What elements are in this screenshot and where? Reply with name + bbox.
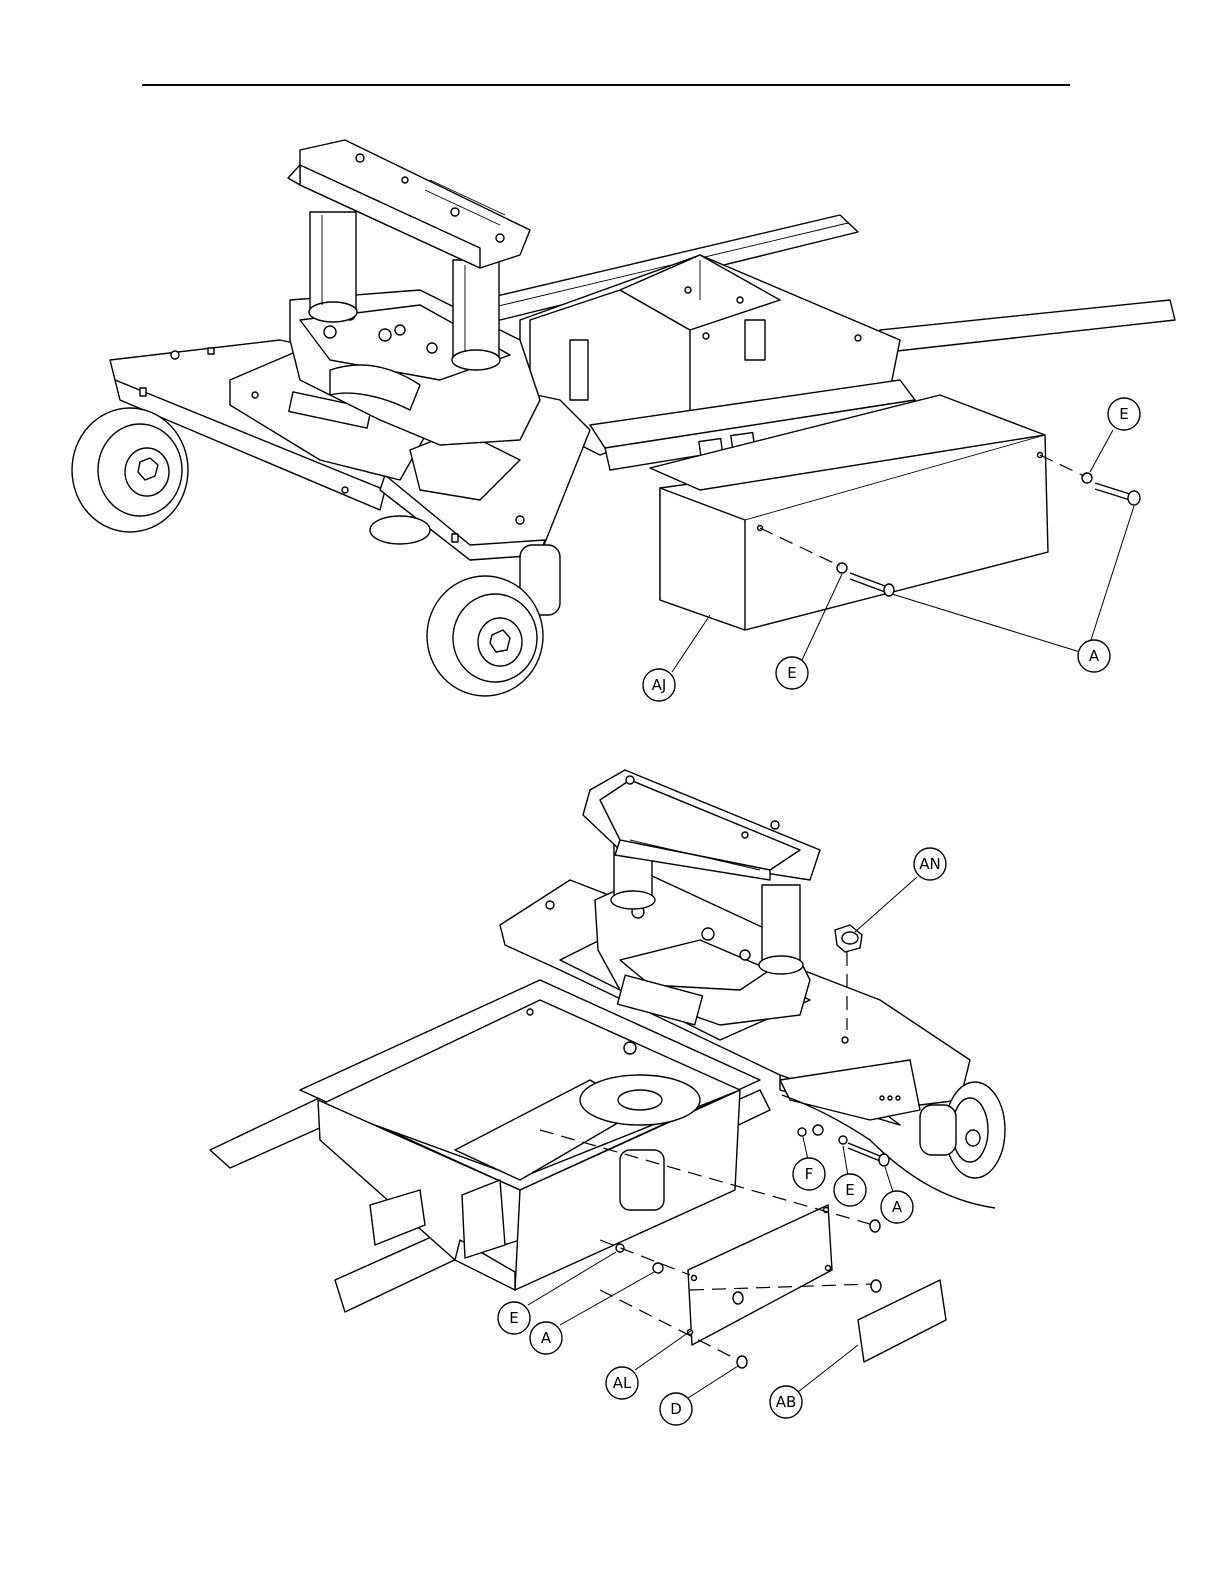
bottom-assembly-view: AN F E A E A AL D [210,770,1005,1425]
svg-text:E: E [1119,405,1128,423]
svg-text:D: D [670,1400,682,1418]
callout-F: F [793,1158,825,1190]
svg-text:E: E [509,1309,518,1327]
callout-E-top-1: E [1108,398,1140,430]
svg-text:F: F [805,1165,814,1183]
bottom-label-ab [858,1280,946,1362]
callout-D: D [660,1393,692,1425]
svg-text:E: E [845,1181,854,1199]
svg-text:A: A [892,1198,903,1216]
callout-A-bottom-2: A [530,1322,562,1354]
svg-text:AN: AN [919,855,940,873]
svg-text:E: E [787,664,796,682]
top-assembly-view: E A E AJ [72,140,1175,701]
svg-text:A: A [1089,647,1100,665]
top-left-caster [72,408,188,532]
top-front-caster [427,545,560,696]
svg-text:AL: AL [613,1374,632,1392]
svg-text:A: A [541,1329,552,1347]
callout-AB: AB [770,1386,802,1418]
callout-E-bottom-1: E [834,1174,866,1206]
callout-A-top: A [1078,640,1110,672]
callout-A-bottom-1: A [881,1191,913,1223]
callout-E-bottom-2: E [498,1302,530,1334]
svg-text:AB: AB [776,1393,797,1411]
callout-AJ-top: AJ [643,669,675,701]
callout-AL: AL [606,1367,638,1399]
callout-E-top-2: E [776,657,808,689]
callout-AN: AN [914,848,946,880]
svg-text:AJ: AJ [652,676,667,694]
bottom-cover-al [688,1205,833,1345]
